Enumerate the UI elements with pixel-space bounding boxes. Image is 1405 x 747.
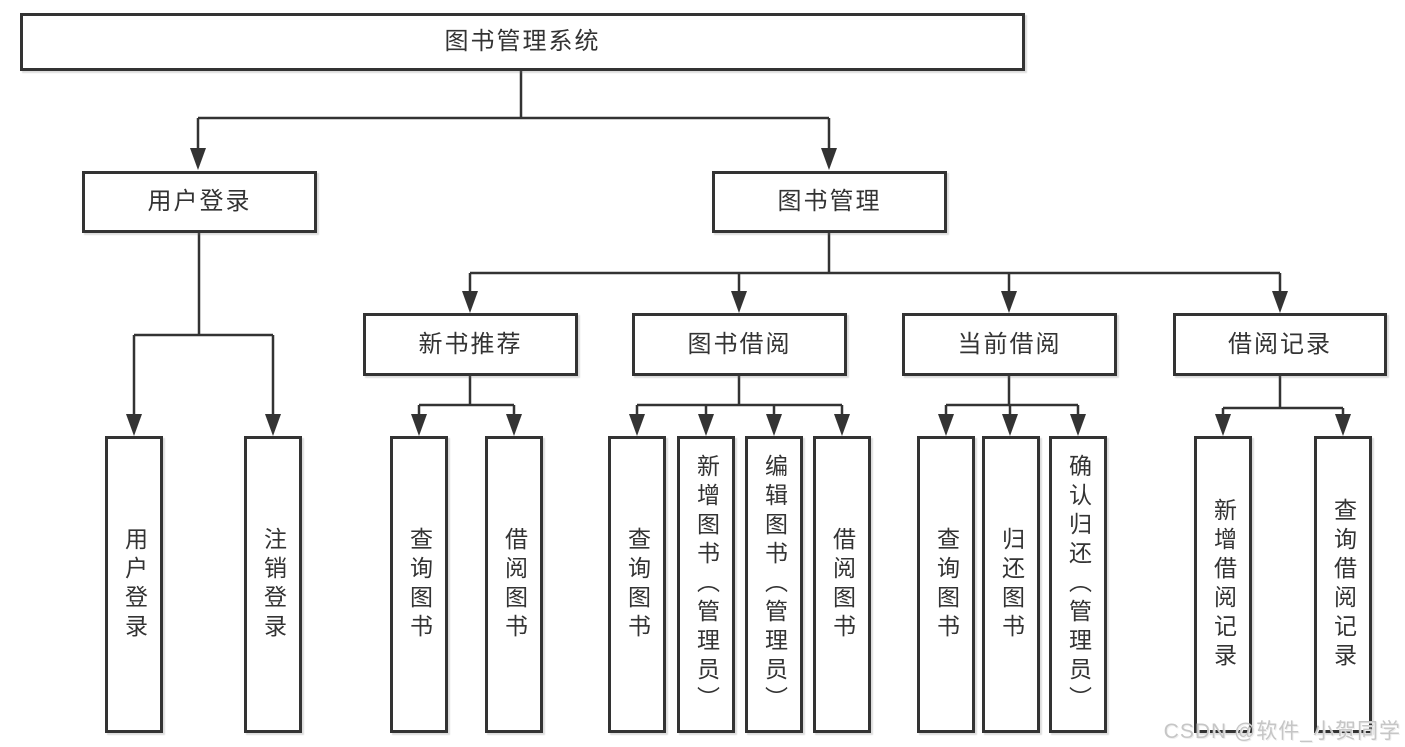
- leaf-edit-book-admin: 编辑图书（管理员）: [745, 436, 803, 733]
- leaf-query-borrow-record: 查询借阅记录: [1314, 436, 1372, 733]
- leaf-add-borrow-record: 新增借阅记录: [1194, 436, 1252, 733]
- arrow-down-icon: [265, 414, 281, 436]
- node-book-management: 图书管理: [712, 171, 947, 233]
- leaf-return-book: 归还图书: [982, 436, 1040, 733]
- node-new-book-recommendation: 新书推荐: [363, 313, 578, 376]
- arrow-down-icon: [821, 148, 837, 170]
- arrow-down-icon: [731, 291, 747, 313]
- arrow-down-icon: [1335, 414, 1351, 436]
- arrow-down-icon: [1001, 291, 1017, 313]
- csdn-watermark: CSDN @软件_小贺同学: [1163, 720, 1401, 743]
- leaf-query-books-current: 查询图书: [917, 436, 975, 733]
- leaf-confirm-return-admin: 确认归还（管理员）: [1049, 436, 1107, 733]
- node-current-borrowing: 当前借阅: [902, 313, 1117, 376]
- connector-book-management-to-level2: [468, 233, 1282, 307]
- arrow-down-icon: [126, 414, 142, 436]
- leaf-query-books-recommend: 查询图书: [390, 436, 448, 733]
- node-book-borrowing: 图书借阅: [632, 313, 847, 376]
- arrow-down-icon: [1215, 414, 1231, 436]
- connector-user-login-to-leaves: [132, 233, 275, 430]
- arrow-down-icon: [834, 414, 850, 436]
- node-library-management-system: 图书管理系统: [20, 13, 1025, 71]
- arrow-down-icon: [938, 414, 954, 436]
- connector-book-borrow-to-leaves: [635, 376, 844, 430]
- leaf-borrow-books-borrowing: 借阅图书: [813, 436, 871, 733]
- leaf-borrow-books-recommend: 借阅图书: [485, 436, 543, 733]
- connector-root-to-level1: [196, 71, 831, 164]
- leaf-query-books-borrowing: 查询图书: [608, 436, 666, 733]
- node-borrowing-records: 借阅记录: [1173, 313, 1387, 376]
- arrow-down-icon: [190, 148, 206, 170]
- leaf-add-book-admin: 新增图书（管理员）: [677, 436, 735, 733]
- arrow-down-icon: [1070, 414, 1086, 436]
- connector-records-to-leaves: [1221, 376, 1345, 430]
- arrow-down-icon: [1272, 291, 1288, 313]
- arrow-down-icon: [1002, 414, 1018, 436]
- connector-current-borrow-to-leaves: [944, 376, 1080, 430]
- arrow-down-icon: [698, 414, 714, 436]
- node-user-login: 用户登录: [82, 171, 317, 233]
- arrow-down-icon: [462, 291, 478, 313]
- arrow-down-icon: [766, 414, 782, 436]
- arrow-down-icon: [506, 414, 522, 436]
- arrow-down-icon: [411, 414, 427, 436]
- leaf-logout: 注销登录: [244, 436, 302, 733]
- leaf-user-login: 用户登录: [105, 436, 163, 733]
- connector-lines: [132, 71, 1345, 430]
- arrow-down-icon: [629, 414, 645, 436]
- connector-new-book-to-leaves: [417, 376, 516, 430]
